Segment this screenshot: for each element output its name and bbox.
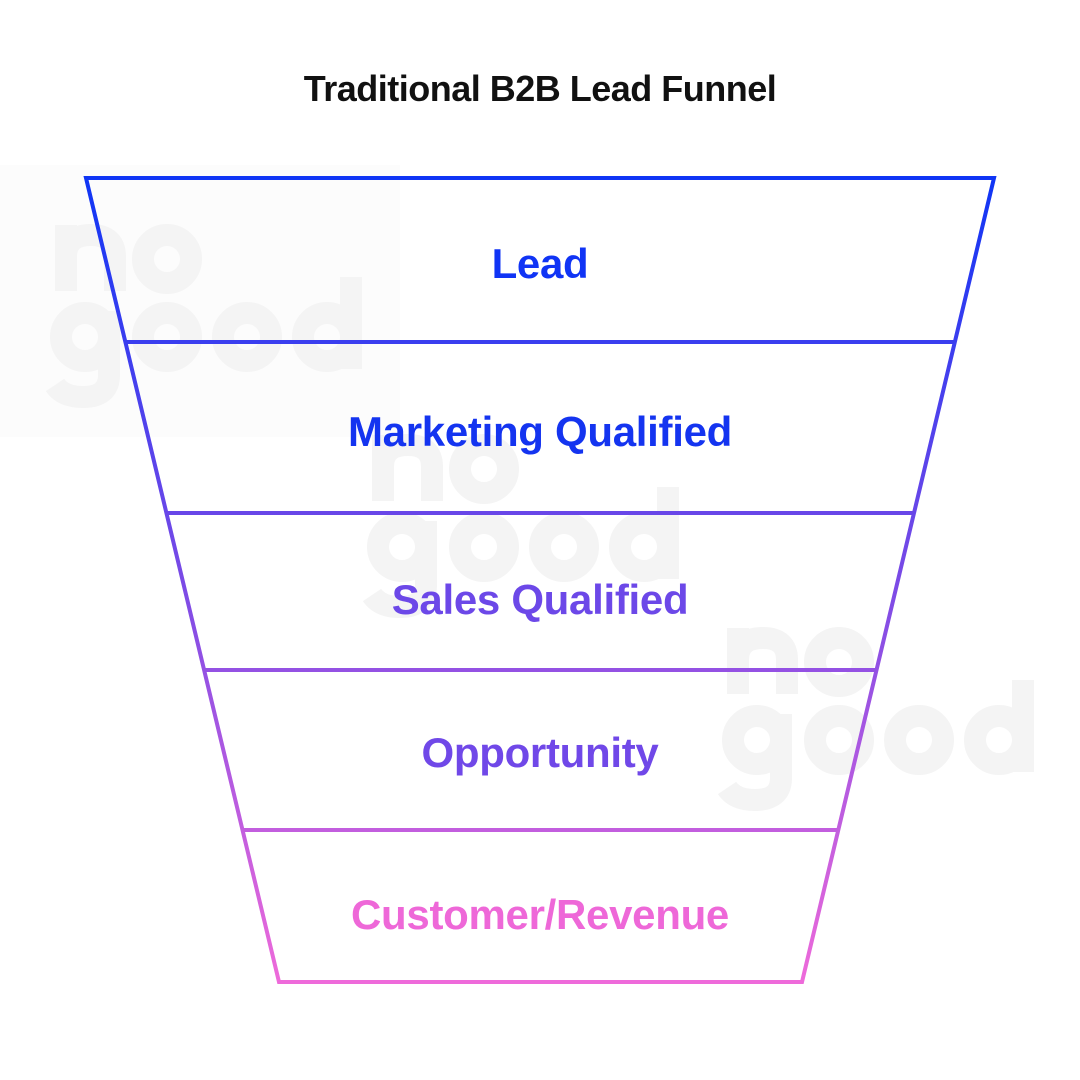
stage-sales-qualified: Sales Qualified [391, 576, 689, 623]
stage-customer-revenue: Customer/Revenue [351, 891, 729, 938]
diagram-title: Traditional B2B Lead Funnel [303, 68, 777, 109]
funnel-outline [83, 176, 997, 984]
stage-lead: Lead [491, 240, 589, 287]
stage-marketing-qualified: Marketing Qualified [347, 408, 733, 455]
stage-opportunity: Opportunity [421, 729, 659, 776]
